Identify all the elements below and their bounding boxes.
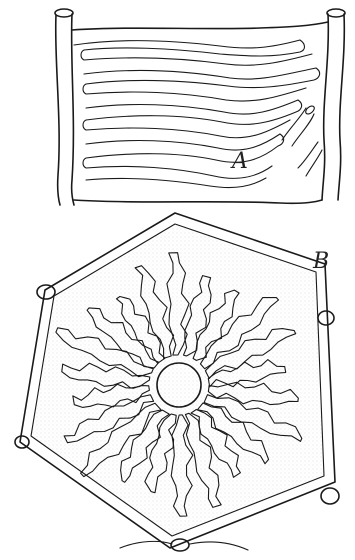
hexagon-outline (20, 213, 335, 548)
panel-a-label: A (230, 149, 248, 174)
panel-b-diagram: B (15, 213, 339, 551)
panel-b-label: B (312, 249, 329, 274)
right-vessel (322, 9, 345, 200)
left-vessel (55, 9, 74, 205)
sinusoid-cords (74, 40, 322, 188)
panel-a-diagram: A (55, 9, 345, 205)
